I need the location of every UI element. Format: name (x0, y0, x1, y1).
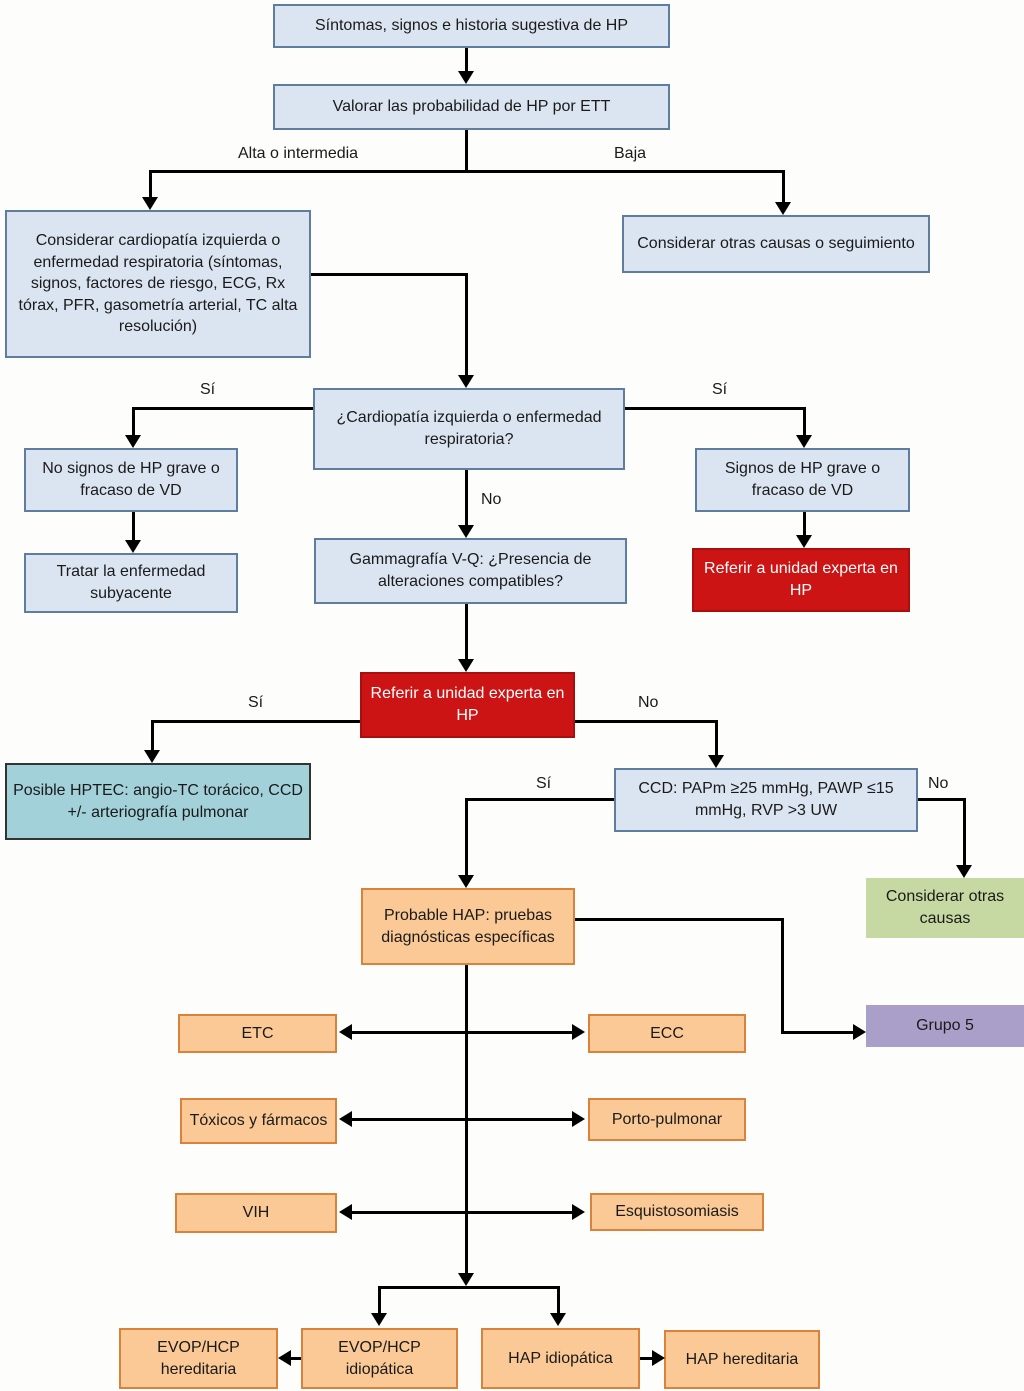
node-evop-hcp-hereditaria: EVOP/HCP hereditaria (119, 1328, 278, 1389)
arrowhead-left (339, 1024, 352, 1040)
connector (465, 470, 468, 526)
arrowhead-down (550, 1313, 566, 1326)
connector (918, 798, 966, 801)
arrowhead-down (458, 875, 474, 888)
connector (151, 720, 154, 751)
arrowhead-right (572, 1111, 585, 1127)
arrowhead-down (142, 197, 158, 210)
connector (467, 798, 614, 801)
arrowhead-right (572, 1204, 585, 1220)
arrowhead-right (853, 1024, 866, 1040)
connector (575, 720, 718, 723)
arrowhead-down (458, 659, 474, 672)
arrowhead-down (708, 755, 724, 768)
connector (781, 1031, 853, 1034)
node-ecc: ECC (588, 1014, 746, 1053)
node-considerar-otras-causas: Considerar otras causas (866, 878, 1024, 938)
edge-label-alta-intermedia: Alta o intermedia (238, 145, 359, 162)
connector (378, 1286, 560, 1289)
connector (803, 407, 806, 436)
edge-label-si-derecha: Sí (712, 381, 728, 398)
connector (465, 604, 468, 660)
arrowhead-left (339, 1204, 352, 1220)
edge-label-no-centro: No (481, 491, 502, 508)
connector (803, 512, 806, 536)
node-posible-hptec: Posible HPTEC: angio-TC torácico, CCD +/… (5, 763, 311, 840)
connector (640, 1357, 652, 1360)
node-vih: VIH (175, 1193, 337, 1233)
connector (311, 273, 468, 276)
arrowhead-right (572, 1024, 585, 1040)
edge-label-no-ccd: No (928, 775, 949, 792)
arrowhead-down (144, 750, 160, 763)
node-hap-idiopatica: HAP idiopática (481, 1328, 640, 1389)
node-signos-hp-grave: Signos de HP grave o fracaso de VD (695, 448, 910, 512)
connector (465, 798, 468, 876)
edge-label-si-vq: Sí (248, 694, 264, 711)
arrowhead-down (458, 71, 474, 84)
edge-label-baja: Baja (614, 145, 647, 162)
connector (465, 130, 468, 172)
node-gammagrafia-vq: Gammagrafía V-Q: ¿Presencia de alteracio… (314, 538, 627, 604)
arrowhead-down (775, 202, 791, 215)
connector (133, 407, 313, 410)
arrowhead-down (458, 525, 474, 538)
node-otras-causas-seguimiento: Considerar otras causas o seguimiento (622, 215, 930, 273)
node-probable-hap: Probable HAP: pruebas diagnósticas espec… (361, 888, 575, 965)
connector (465, 273, 468, 376)
node-tratar-enfermedad: Tratar la enfermedad subyacente (24, 553, 238, 613)
node-referir-unidad-experta-1: Referir a unidad experta en HP (692, 548, 910, 612)
arrowhead-down (796, 435, 812, 448)
node-evop-hcp-idiopatica: EVOP/HCP idiopática (301, 1328, 458, 1389)
arrowhead-down (956, 865, 972, 878)
arrowhead-down (458, 1273, 474, 1286)
connector (781, 918, 784, 1034)
node-porto-pulmonar: Porto-pulmonar (588, 1098, 746, 1141)
connector (625, 407, 805, 410)
node-considerar-cardiopatia: Considerar cardiopatía izquierda o enfer… (5, 210, 311, 358)
connector (149, 170, 152, 198)
node-ccd-criterios: CCD: PAPm ≥25 mmHg, PAWP ≤15 mmHg, RVP >… (614, 768, 918, 832)
connector (557, 1286, 560, 1314)
arrowhead-down (458, 375, 474, 388)
arrowhead-down (796, 535, 812, 548)
node-referir-unidad-experta-2: Referir a unidad experta en HP (360, 672, 575, 738)
node-grupo-5: Grupo 5 (866, 1005, 1024, 1047)
connector (350, 1118, 572, 1121)
node-sintomas: Síntomas, signos e historia sugestiva de… (273, 4, 670, 48)
connector (149, 170, 785, 173)
node-pregunta-cardiopatia: ¿Cardiopatía izquierda o enfermedad resp… (313, 388, 625, 470)
arrowhead-left (339, 1111, 352, 1127)
connector (132, 512, 135, 541)
connector (152, 720, 360, 723)
connector (782, 170, 785, 203)
arrowhead-down (125, 435, 141, 448)
connector (132, 407, 135, 436)
connector (575, 918, 784, 921)
node-etc: ETC (178, 1014, 337, 1053)
connector (465, 48, 468, 72)
arrowhead-right (652, 1350, 665, 1366)
node-toxicos-farmacos: Tóxicos y fármacos (180, 1098, 337, 1144)
connector (378, 1286, 381, 1314)
connector (715, 720, 718, 756)
arrowhead-down (125, 540, 141, 553)
connector (963, 798, 966, 866)
edge-label-no-vq: No (638, 694, 659, 711)
connector (290, 1357, 301, 1360)
connector (350, 1211, 572, 1214)
edge-label-si-izquierda: Sí (200, 381, 216, 398)
connector (350, 1031, 572, 1034)
node-no-signos-hp-grave: No signos de HP grave o fracaso de VD (24, 448, 238, 512)
edge-label-si-ccd: Sí (536, 775, 552, 792)
node-esquistosomiasis: Esquistosomiasis (590, 1193, 764, 1231)
arrowhead-down (371, 1313, 387, 1326)
node-hap-hereditaria: HAP hereditaria (664, 1330, 820, 1389)
arrowhead-left (278, 1350, 291, 1366)
node-valorar-ett: Valorar las probabilidad de HP por ETT (273, 84, 670, 130)
